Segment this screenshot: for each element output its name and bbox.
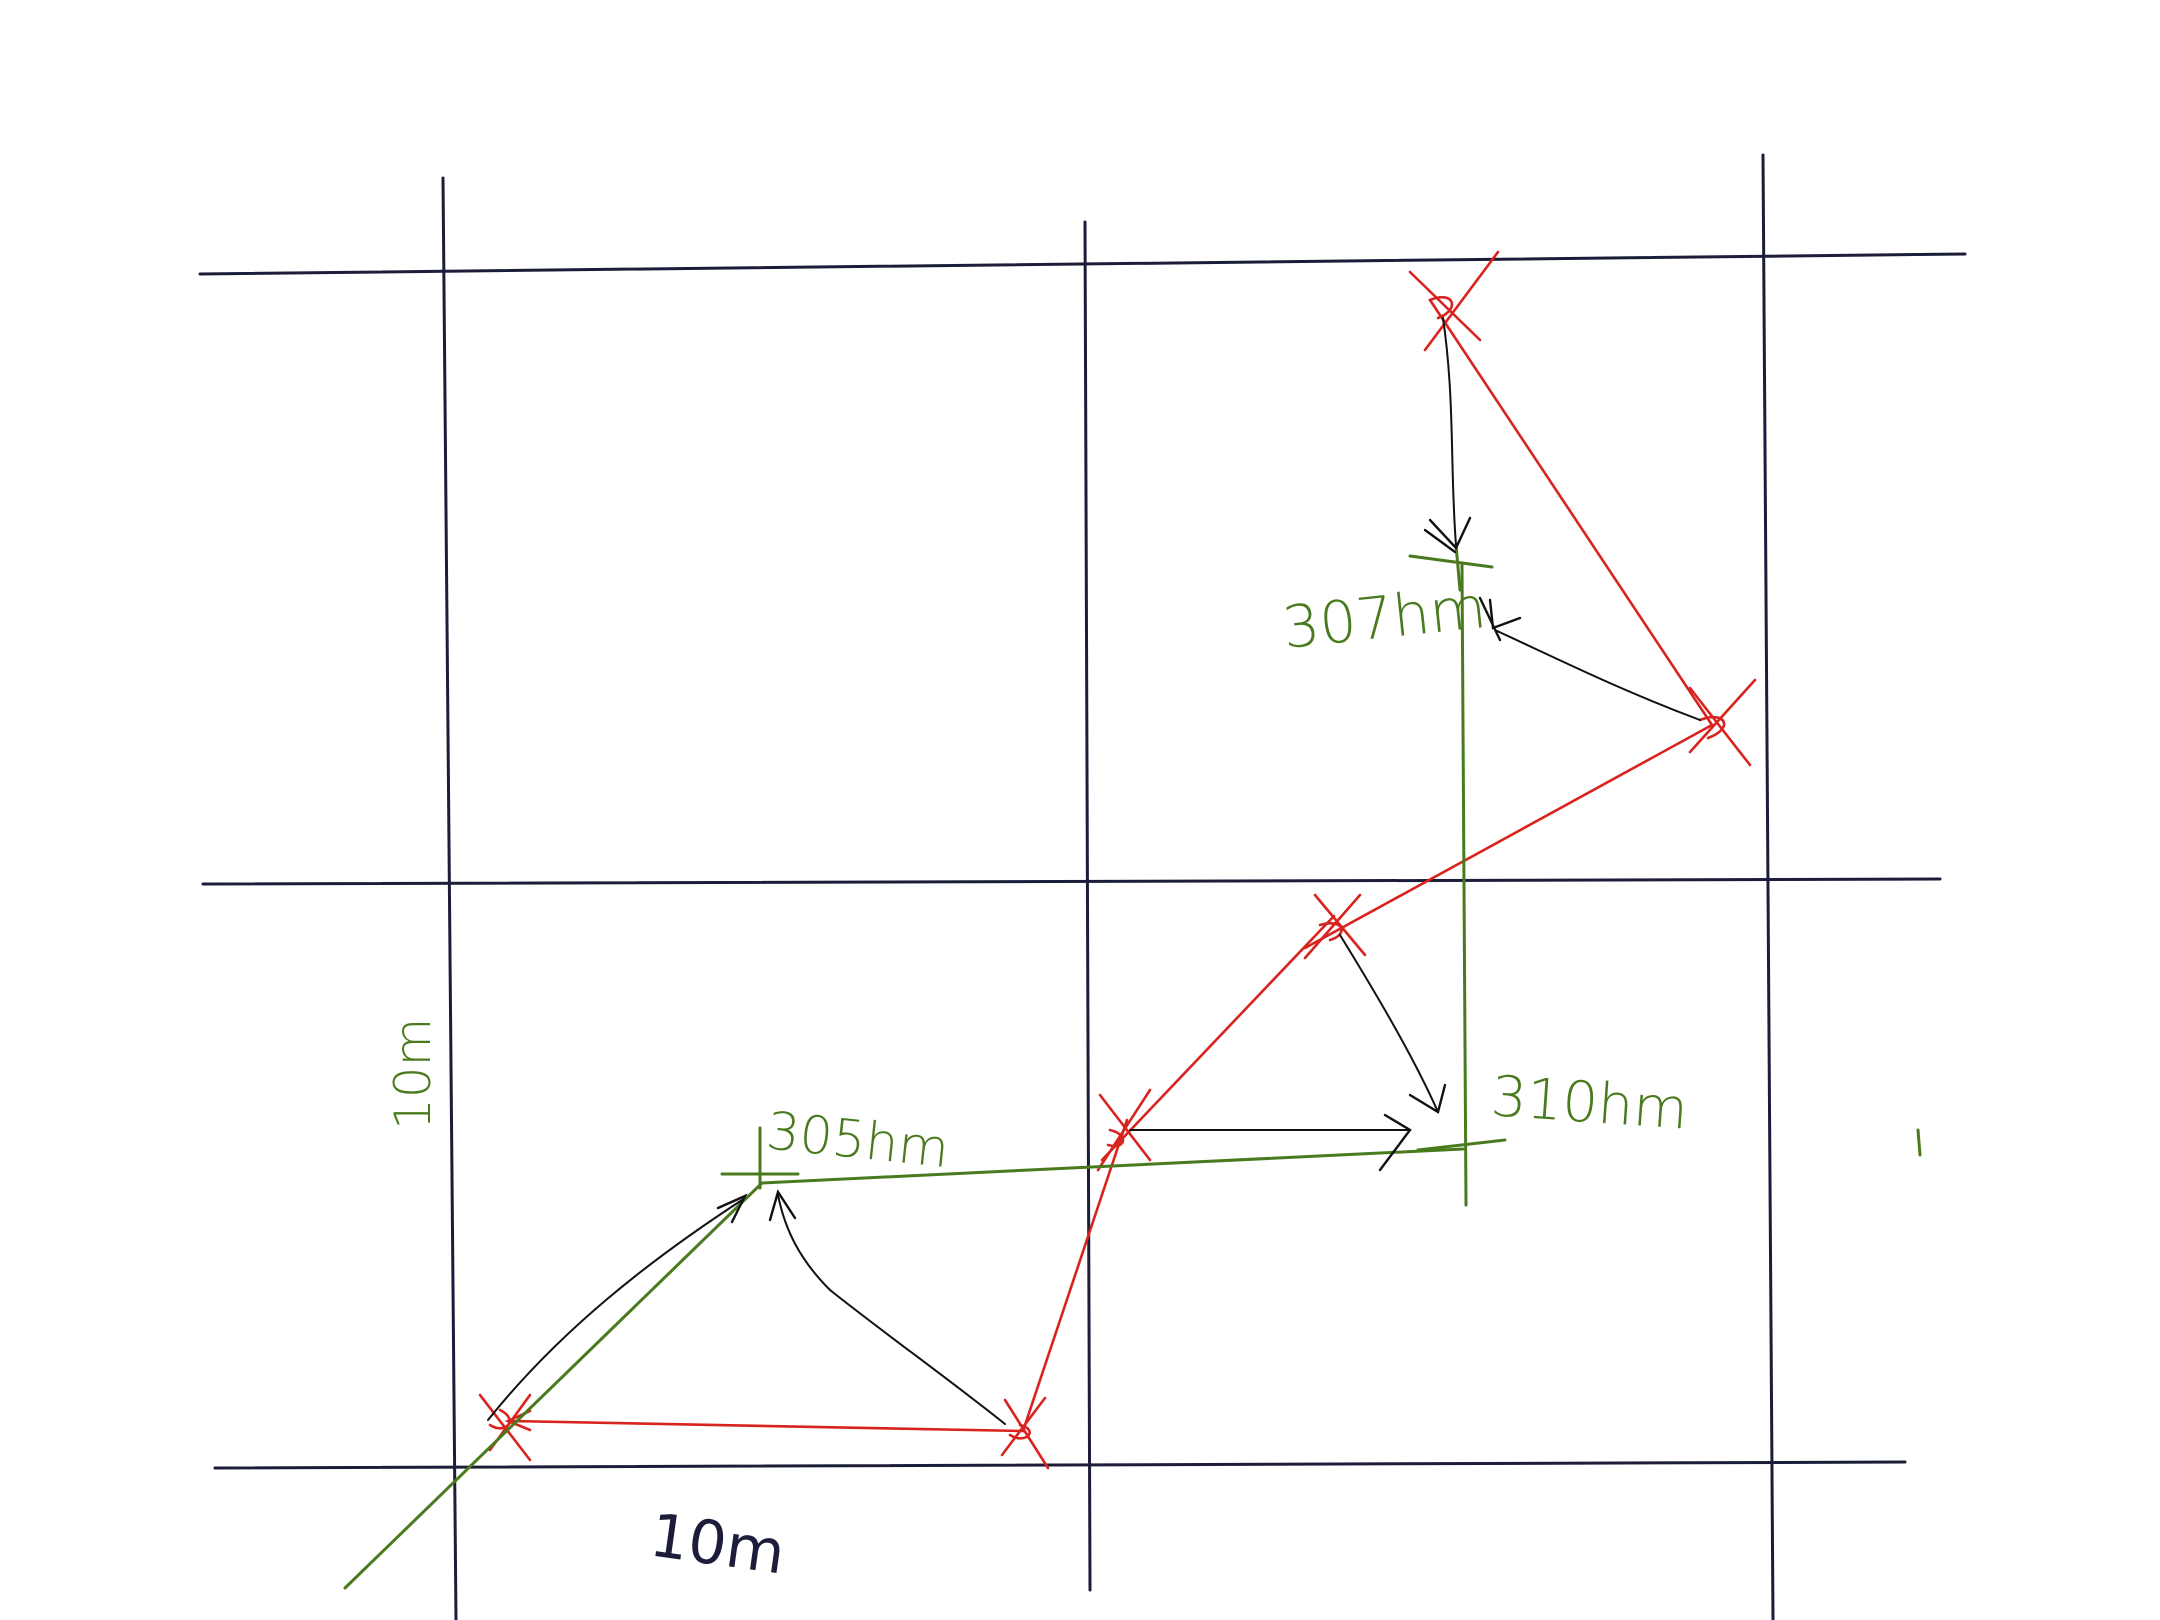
red-segment-4: [1303, 723, 1714, 950]
arrow-to-310-upper: [1339, 934, 1439, 1113]
green-construction: [343, 543, 1922, 1590]
green-vertical-line: [1460, 563, 1468, 1207]
grid-line-horizontal-top: [198, 252, 1967, 276]
label-vertical-scale: 10m: [384, 1018, 442, 1130]
red-segment-1: [508, 1419, 1025, 1433]
label-310hm: 310hm: [1489, 1064, 1690, 1143]
grid-line-horizontal-bottom: [213, 1460, 1907, 1470]
arrow-to-305-left: [487, 1199, 743, 1421]
red-traverse: [504, 298, 1714, 1433]
red-markers: [478, 250, 1757, 1470]
label-horizontal-scale: 10m: [646, 1501, 789, 1589]
green-tick-307: [1408, 543, 1494, 592]
red-segment-5: [1428, 298, 1714, 727]
arrow-head: [1408, 1083, 1447, 1114]
arrow-to-305-right: [777, 1194, 1006, 1425]
grid-line-vertical-right: [1761, 153, 1775, 1620]
arrow-to-307-top: [1442, 317, 1457, 546]
arrow-head: [768, 1189, 797, 1222]
red-cross-marker: [1096, 1088, 1152, 1172]
green-tick-310: [1416, 1138, 1507, 1152]
black-arrows: [487, 317, 1701, 1425]
label-307hm: 307hm: [1279, 573, 1489, 662]
labels: 305hm 310hm 307hm 10m 10m: [384, 573, 1690, 1589]
green-stray-mark: [1916, 1128, 1922, 1157]
green-connecting-line: [760, 1147, 1465, 1185]
arrow-head: [1478, 596, 1522, 642]
grid-line-vertical-left: [441, 176, 458, 1620]
green-tick-305: [720, 1126, 800, 1190]
arrow-to-307-right: [1494, 629, 1701, 721]
grid-line-horizontal-middle: [201, 877, 1942, 886]
red-cross-marker: [1303, 893, 1367, 960]
red-cross-marker: [1000, 1396, 1050, 1470]
red-cross-marker: [1688, 678, 1757, 767]
red-segment-3: [1100, 914, 1336, 1162]
grid: [198, 153, 1967, 1620]
arrow-head: [716, 1193, 748, 1224]
red-segment-2: [1021, 1118, 1129, 1433]
label-305hm: 305hm: [764, 1101, 952, 1180]
arrow-head: [1378, 1113, 1412, 1172]
grid-line-vertical-middle: [1083, 220, 1092, 1592]
green-diagonal-line: [343, 1181, 764, 1590]
arrow-head: [1423, 516, 1472, 554]
red-cross-marker: [1408, 250, 1500, 352]
